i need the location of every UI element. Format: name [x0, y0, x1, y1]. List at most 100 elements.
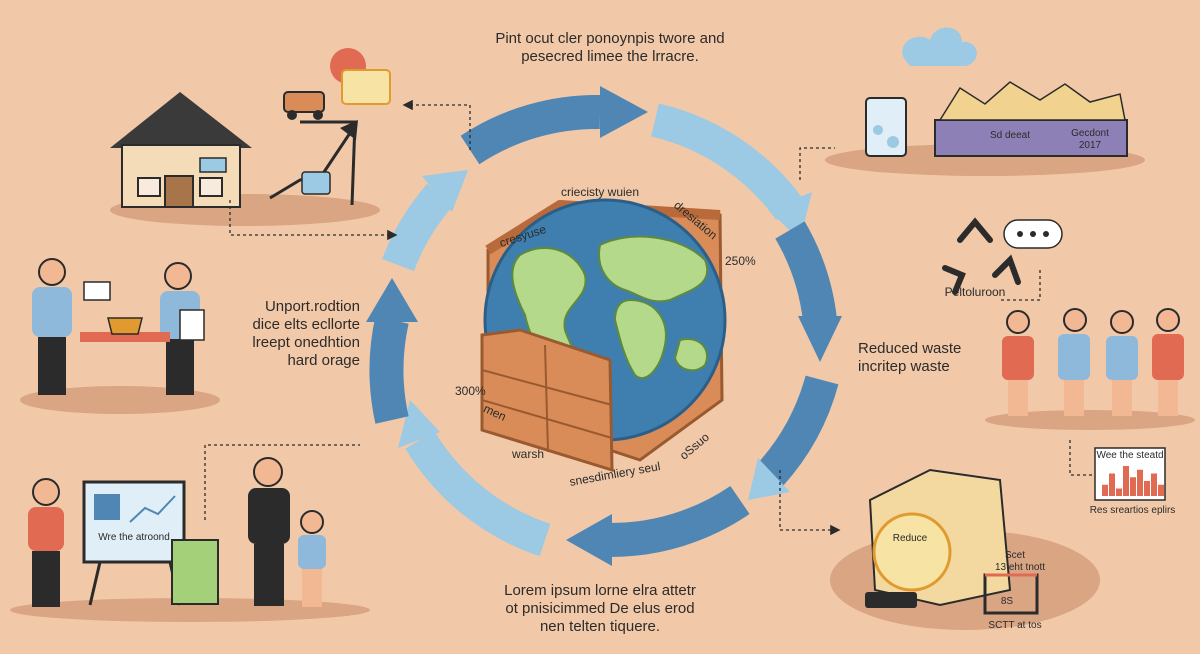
child-legs	[302, 569, 322, 607]
globe-label-top: criecisty wuien	[560, 185, 640, 199]
easel-chart-line-icon	[129, 495, 176, 523]
cycle-arrow-top-head	[600, 86, 648, 138]
truck-icon	[283, 91, 325, 113]
clipboard-icon	[179, 309, 205, 341]
crate-top-rim	[485, 199, 721, 255]
globe-label-left-pct: 300%	[455, 384, 486, 398]
speech-note-icon	[83, 281, 111, 301]
bottom-caption-line-3: nen telten tiquere.	[539, 618, 661, 635]
basket-icon	[107, 317, 143, 335]
cycle-arrow-bottom-head	[566, 514, 612, 566]
connector-top-left	[229, 200, 398, 241]
cloud-icon	[902, 27, 977, 66]
speech-dot-icon	[1017, 231, 1023, 237]
cycle-arrow-right-head	[798, 316, 842, 362]
easel-leg	[88, 561, 102, 606]
cycle-arrow-bottom-left	[405, 430, 551, 557]
box-label: Reduce	[892, 533, 928, 544]
water-bin-illustration	[825, 27, 1145, 176]
mini-chart-caption: Res sreartios eplirs	[1089, 505, 1176, 516]
girl-2-legs	[1064, 380, 1084, 416]
dashed-connectors	[204, 99, 1095, 536]
water-bubble-icon	[887, 136, 899, 148]
cycle-arrow-bottom-left-head	[398, 400, 440, 448]
girl-3-head	[1110, 310, 1134, 334]
girl-4-body	[1152, 334, 1184, 380]
workbench-icon	[80, 332, 170, 342]
mini-chart-bar	[1158, 484, 1164, 496]
mini-chart-bar	[1116, 488, 1122, 496]
girl-4-legs	[1158, 380, 1178, 416]
connector-chart	[1069, 440, 1095, 476]
scale-label-1: Scet	[1004, 550, 1025, 561]
wind-turbine-icon	[94, 494, 120, 520]
worker-1-legs	[38, 337, 66, 395]
cycle-arrow-top-right	[650, 103, 804, 221]
reduce-dial-icon	[872, 512, 952, 592]
mini-chart-title: Wee the steatd	[1096, 450, 1164, 461]
child-head	[300, 510, 324, 534]
cycle-arrow-left	[369, 316, 409, 424]
cycle-arrow-top	[460, 94, 601, 165]
woman-body	[28, 507, 64, 551]
bottom-caption-line-1: Lorem ipsum lorne elra attetr	[504, 582, 696, 599]
right-caption-line-2: incritep waste	[858, 358, 950, 375]
phone-icon	[865, 592, 917, 608]
bottom-caption-line-2: ot pnisicimmed De elus erod	[505, 600, 695, 617]
house-illustration	[110, 48, 391, 226]
mini-chart-bar	[1151, 473, 1157, 496]
mini-bar-chart	[1102, 466, 1164, 496]
man-body	[248, 488, 290, 544]
girl-1-legs	[1008, 380, 1028, 416]
worker-1-head	[38, 258, 66, 286]
mini-chart-bar	[1137, 469, 1143, 496]
bin-label-2: Gecdont 2017	[1071, 128, 1109, 151]
group-ground	[985, 410, 1195, 430]
cycle-arrows	[366, 86, 842, 566]
house-window-left	[137, 177, 161, 197]
house-door	[164, 175, 194, 208]
mini-chart-bar	[1144, 481, 1150, 496]
waste-bin	[934, 119, 1128, 157]
worker-1-body	[32, 287, 72, 337]
man-head	[253, 457, 283, 487]
cycle-arrow-right	[775, 221, 837, 323]
girl-2-head	[1063, 308, 1087, 332]
scale-label-3: 8S	[1000, 596, 1014, 607]
child-body	[298, 535, 326, 569]
chart-card-icon	[301, 171, 331, 195]
speech-dot-icon	[1043, 231, 1049, 237]
girl-1-body	[1002, 336, 1034, 380]
document-card-icon	[341, 69, 391, 105]
girl-3-body	[1106, 336, 1138, 380]
easel-title: Wre the atroond	[98, 532, 170, 543]
easel-stand-icon	[300, 120, 357, 206]
house-window-right	[199, 177, 223, 197]
left-caption-line-1: Unport.rodtion	[264, 298, 360, 315]
top-caption-line-1: Pint ocut cler ponoynpis twore and	[495, 30, 725, 47]
house-sign-icon	[199, 157, 227, 173]
water-bubble-icon	[873, 125, 883, 135]
house-roof-icon	[110, 92, 252, 148]
scale-label-4: SCTT at tos	[988, 620, 1042, 631]
woman-head	[32, 478, 60, 506]
truck-wheel-icon	[287, 110, 297, 120]
worker-2-head	[164, 262, 192, 290]
family-easel-illustration	[10, 457, 370, 622]
left-caption-line-3: lreept onedhtion	[252, 334, 360, 351]
workers-illustration	[20, 258, 220, 414]
girl-4-head	[1156, 308, 1180, 332]
right-caption-line-1: Reduced waste	[858, 340, 962, 357]
cycle-arrow-top-left	[382, 183, 454, 272]
man-legs	[254, 544, 284, 606]
worker-2-legs	[166, 339, 194, 395]
cycle-arrow-bottom-right	[757, 375, 839, 487]
green-document-icon	[171, 539, 219, 605]
bin-label-1: Sd deeat	[989, 130, 1031, 141]
globe-crate-illustration	[480, 198, 727, 473]
waste-paper-pile-icon	[938, 81, 1126, 121]
connector-top-right	[799, 147, 835, 180]
mini-chart-bar	[1123, 466, 1129, 496]
connector-right	[1000, 270, 1041, 301]
left-caption-line-4: hard orage	[287, 352, 360, 369]
